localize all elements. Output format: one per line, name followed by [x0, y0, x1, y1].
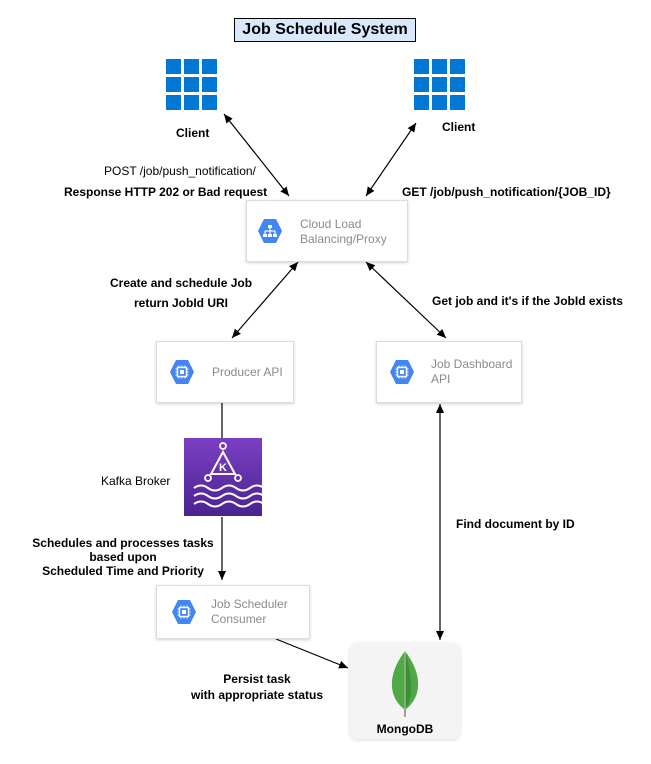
compute-chip-icon: [172, 600, 196, 624]
get-request-label: GET /job/push_notification/{JOB_ID}: [402, 185, 611, 199]
arrow-scheduler-to-mongodb: [275, 638, 349, 669]
schedules-line-3: Scheduled Time and Priority: [42, 564, 204, 578]
persist-line-1: Persist task: [223, 672, 291, 686]
job-dashboard-label: Job Dashboard API: [431, 357, 512, 387]
client-right-label: Client: [442, 120, 476, 134]
schedules-line-1: Schedules and processes tasks: [32, 536, 214, 550]
load-balancer-line-2: Balancing/Proxy: [300, 232, 387, 246]
post-request-label: POST /job/push_notification/: [104, 164, 256, 178]
diagram-title: Job Schedule System: [234, 18, 416, 42]
arrow-lb-to-dashboard: [365, 261, 447, 339]
schedules-line-2: based upon: [89, 550, 157, 564]
load-balancer-node[interactable]: Cloud Load Balancing/Proxy: [246, 200, 408, 262]
mongodb-node[interactable]: MongoDB: [350, 643, 460, 739]
mongodb-label: MongoDB: [376, 722, 434, 736]
schedules-label: Schedules and processes tasks based upon…: [28, 536, 218, 578]
arrow-client-left-to-lb: [223, 113, 290, 197]
mongodb-leaf-icon: [391, 651, 419, 717]
windows-grid-icon: [166, 59, 217, 110]
compute-chip-icon: [170, 360, 194, 384]
kafka-broker-label: Kafka Broker: [101, 474, 171, 488]
create-job-label: Create and schedule Job: [110, 276, 253, 290]
return-jobid-label: return JobId URI: [134, 296, 229, 310]
job-scheduler-line-1: Job Scheduler: [211, 597, 288, 611]
persist-line-2: with appropriate status: [190, 688, 324, 702]
producer-api-node[interactable]: Producer API: [156, 341, 294, 403]
windows-grid-icon: [414, 59, 465, 110]
persist-label: Persist task with appropriate status: [175, 671, 339, 703]
job-scheduler-node[interactable]: Job Scheduler Consumer: [156, 585, 310, 639]
job-dashboard-line-1: Job Dashboard: [431, 357, 513, 371]
job-dashboard-node[interactable]: Job Dashboard API: [376, 341, 522, 403]
get-job-label: Get job and it's if the JobId exists: [432, 294, 623, 308]
load-balancing-icon: [258, 219, 282, 243]
job-dashboard-line-2: API: [431, 372, 451, 386]
client-left-label: Client: [176, 126, 210, 140]
arrow-lb-to-producer: [231, 261, 299, 339]
load-balancer-label: Cloud Load Balancing/Proxy: [300, 217, 387, 247]
kafka-icon: K: [184, 438, 265, 516]
load-balancer-line-1: Cloud Load: [300, 217, 362, 231]
svg-text:K: K: [219, 462, 227, 474]
find-document-label: Find document by ID: [456, 517, 575, 531]
compute-chip-icon: [390, 360, 414, 384]
producer-api-label: Producer API: [212, 365, 283, 379]
post-response-label: Response HTTP 202 or Bad request: [64, 185, 268, 199]
job-scheduler-line-2: Consumer: [211, 612, 267, 626]
arrow-client-right-to-lb: [365, 122, 417, 197]
job-scheduler-label: Job Scheduler Consumer: [211, 597, 288, 627]
